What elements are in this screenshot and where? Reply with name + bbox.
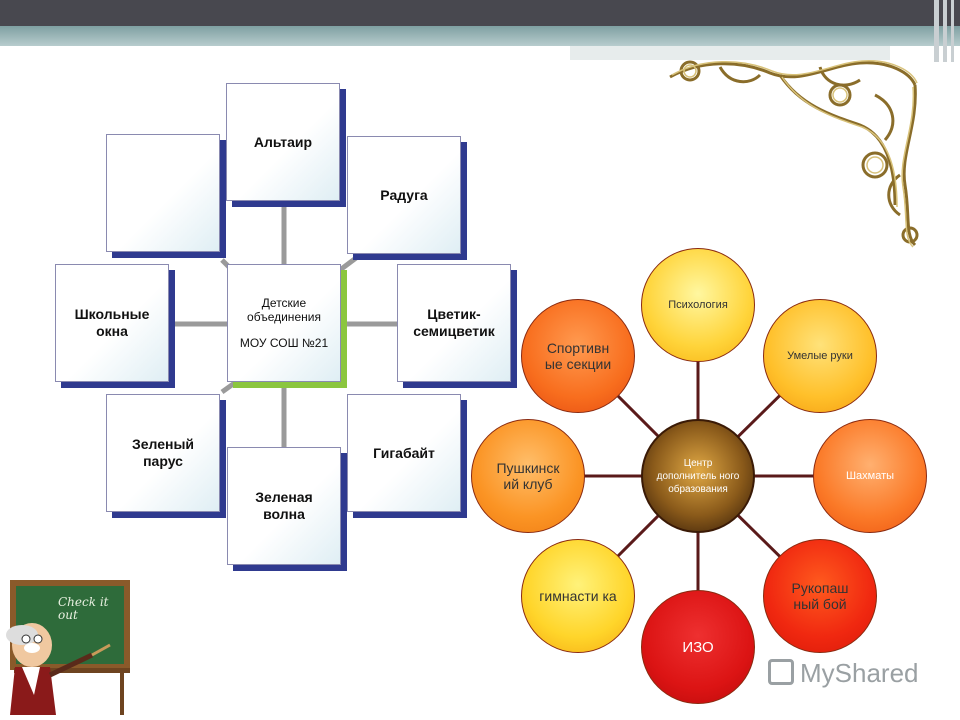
box-center: Детские объединения МОУ СОШ №21	[227, 264, 341, 382]
teacher-chalkboard-illustration	[6, 580, 130, 715]
box-shkolnye-okna: Школьные окна	[55, 264, 169, 382]
circle-izo: ИЗО	[641, 590, 755, 704]
watermark-text: MyShared	[800, 658, 919, 688]
header-teal-band	[0, 26, 960, 46]
box-label: Зеленый парус	[131, 436, 195, 469]
circle-umelye-ruki: Умелые руки	[763, 299, 877, 413]
circle-gimnastika: гимнасти ка	[521, 539, 635, 653]
presentation-icon	[768, 659, 794, 686]
header-stripe	[934, 0, 939, 62]
circle-psihologiya: Психология	[641, 248, 755, 362]
circle-label: Умелые руки	[787, 350, 853, 362]
box-label: Гигабайт	[373, 444, 435, 461]
circle-label: Рукопаш ный бой	[791, 580, 849, 612]
box-zeleny-parus: Зеленый парус	[106, 394, 220, 512]
center-title: Детские объединения	[247, 296, 321, 324]
box-label: Школьные окна	[74, 306, 150, 339]
chalkboard-text: Check it out	[58, 595, 109, 622]
box-label: Зеленая волна	[255, 489, 313, 522]
box-label: Радуга	[380, 186, 428, 203]
circle-label: Пушкинск ий клуб	[496, 460, 560, 492]
circle-sport: Спортивн ые секции	[521, 299, 635, 413]
circle-pushkin: Пушкинск ий клуб	[471, 419, 585, 533]
header-stripe	[943, 0, 947, 62]
box-gigabait: Гигабайт	[347, 394, 461, 512]
header-light-strip	[570, 46, 890, 60]
ornament-corner	[669, 60, 919, 248]
box-label: Альтаир	[253, 133, 313, 150]
box-tsvetik: Цветик-семицветик	[397, 264, 511, 382]
circle-center: Центр дополнитель ного образования	[641, 419, 755, 533]
circle-label: ИЗО	[682, 638, 714, 656]
circle-label: Психология	[668, 299, 728, 311]
center-label: Центр дополнитель ного образования	[656, 457, 740, 495]
circle-label: Шахматы	[845, 470, 895, 482]
box-altair: Альтаир	[226, 83, 340, 201]
circle-label: гимнасти ка	[539, 588, 617, 604]
watermark: MyShared	[768, 658, 919, 689]
header-dark-bar	[0, 0, 960, 26]
box-raduga: Радуга	[347, 136, 461, 254]
circle-shahmaty: Шахматы	[813, 419, 927, 533]
circle-label: Спортивн ые секции	[544, 340, 612, 372]
header-stripe	[951, 0, 954, 62]
circle-rukopash: Рукопаш ный бой	[763, 539, 877, 653]
center-school: МОУ СОШ №21	[239, 336, 329, 350]
box-zelenaya-volna: Зеленая волна	[227, 447, 341, 565]
box-label: Цветик-семицветик	[413, 306, 495, 339]
box-empty	[106, 134, 220, 252]
